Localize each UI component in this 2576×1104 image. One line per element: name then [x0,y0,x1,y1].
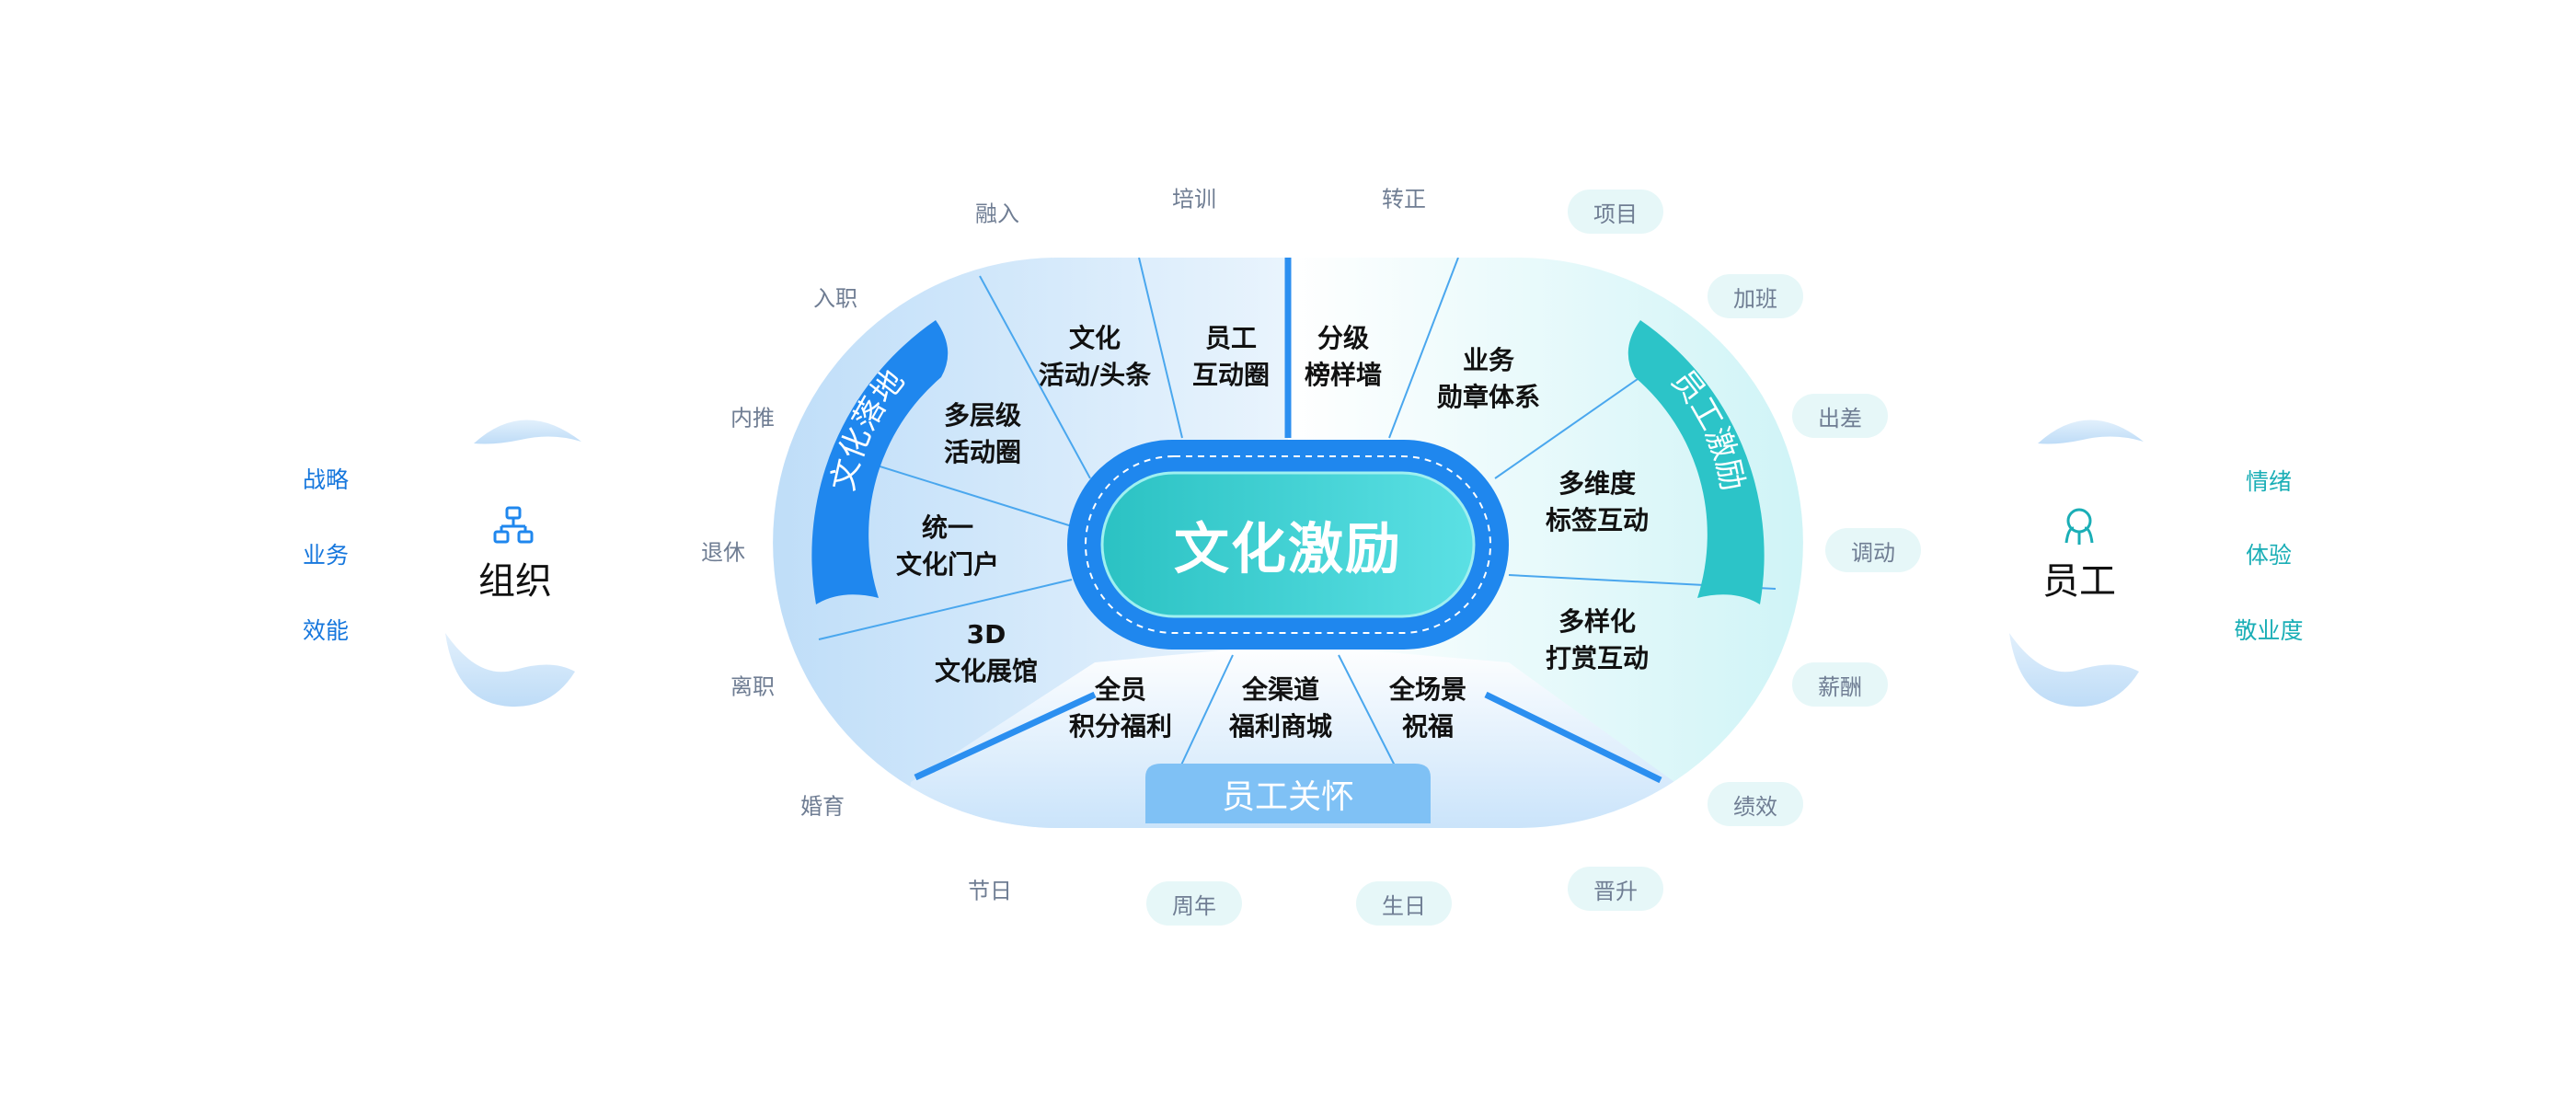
outer-label-resignation: 离职 [730,673,775,700]
outer-pill-business-trip: 出差 [1792,394,1888,438]
outer-label-regularization: 转正 [1382,186,1426,213]
organization-title: 组织 [478,560,552,603]
organization-item-strategy: 战略 [302,466,350,493]
right-band [1627,320,1765,604]
segment-culture-portal: 统一文化门户 [895,512,1000,580]
people-icon [2064,508,2094,545]
outer-label-training: 培训 [1172,186,1216,213]
employee-title: 员工 [2042,560,2116,603]
segment-tag-interaction: 多维度标签互动 [1545,468,1650,535]
outer-pill-overtime: 加班 [1708,274,1803,318]
segment-benefits-mall: 全渠道福利商城 [1228,674,1333,742]
outer-label-onboarding: 入职 [813,285,857,312]
center-title: 文化激励 [1174,517,1402,582]
segment-multilevel-activities: 多层级活动圈 [943,400,1022,467]
outer-label-retirement: 退休 [701,539,745,566]
bottom-band-label: 员工关怀 [1221,778,1355,816]
outer-pill-promotion: 晋升 [1568,867,1663,911]
outer-pill-anniversary: 周年 [1146,881,1242,926]
organization-item-business: 业务 [302,542,350,569]
outer-pill-transfer: 调动 [1825,528,1921,572]
outer-pill-performance: 绩效 [1708,782,1803,826]
segment-culture-activities: 文化活动/头条 [1038,323,1152,390]
outer-label-referral: 内推 [730,405,775,431]
outer-label-holidays: 节日 [968,878,1012,904]
segment-points-benefits: 全员积分福利 [1068,674,1173,742]
organization-item-efficiency: 效能 [302,617,350,644]
bottom-band [1145,764,1431,823]
outer-label-integration: 融入 [975,201,1019,227]
outer-label-marriage-childbirth: 婚育 [800,793,845,820]
outer-pill-birthday: 生日 [1356,881,1452,926]
center-capsule-inner [1100,471,1476,618]
segment-blessings: 全场景祝福 [1388,674,1467,742]
org-chart-icon [493,506,534,544]
organization-node-shape [445,420,581,707]
outer-pill-compensation: 薪酬 [1792,662,1888,707]
segment-business-badges: 业务勋章体系 [1436,345,1541,412]
left-band [811,320,949,604]
employee-item-experience: 体验 [2245,542,2293,569]
segment-reward-interaction: 多样化打赏互动 [1545,606,1650,673]
outer-pill-project: 项目 [1568,190,1663,234]
segment-role-model-wall: 分级榜样墙 [1304,323,1383,390]
segment-employee-circle: 员工互动圈 [1191,323,1271,390]
employee-node-shape [2009,420,2144,707]
employee-item-emotion: 情绪 [2245,468,2293,495]
employee-item-engagement: 敬业度 [2234,617,2304,644]
